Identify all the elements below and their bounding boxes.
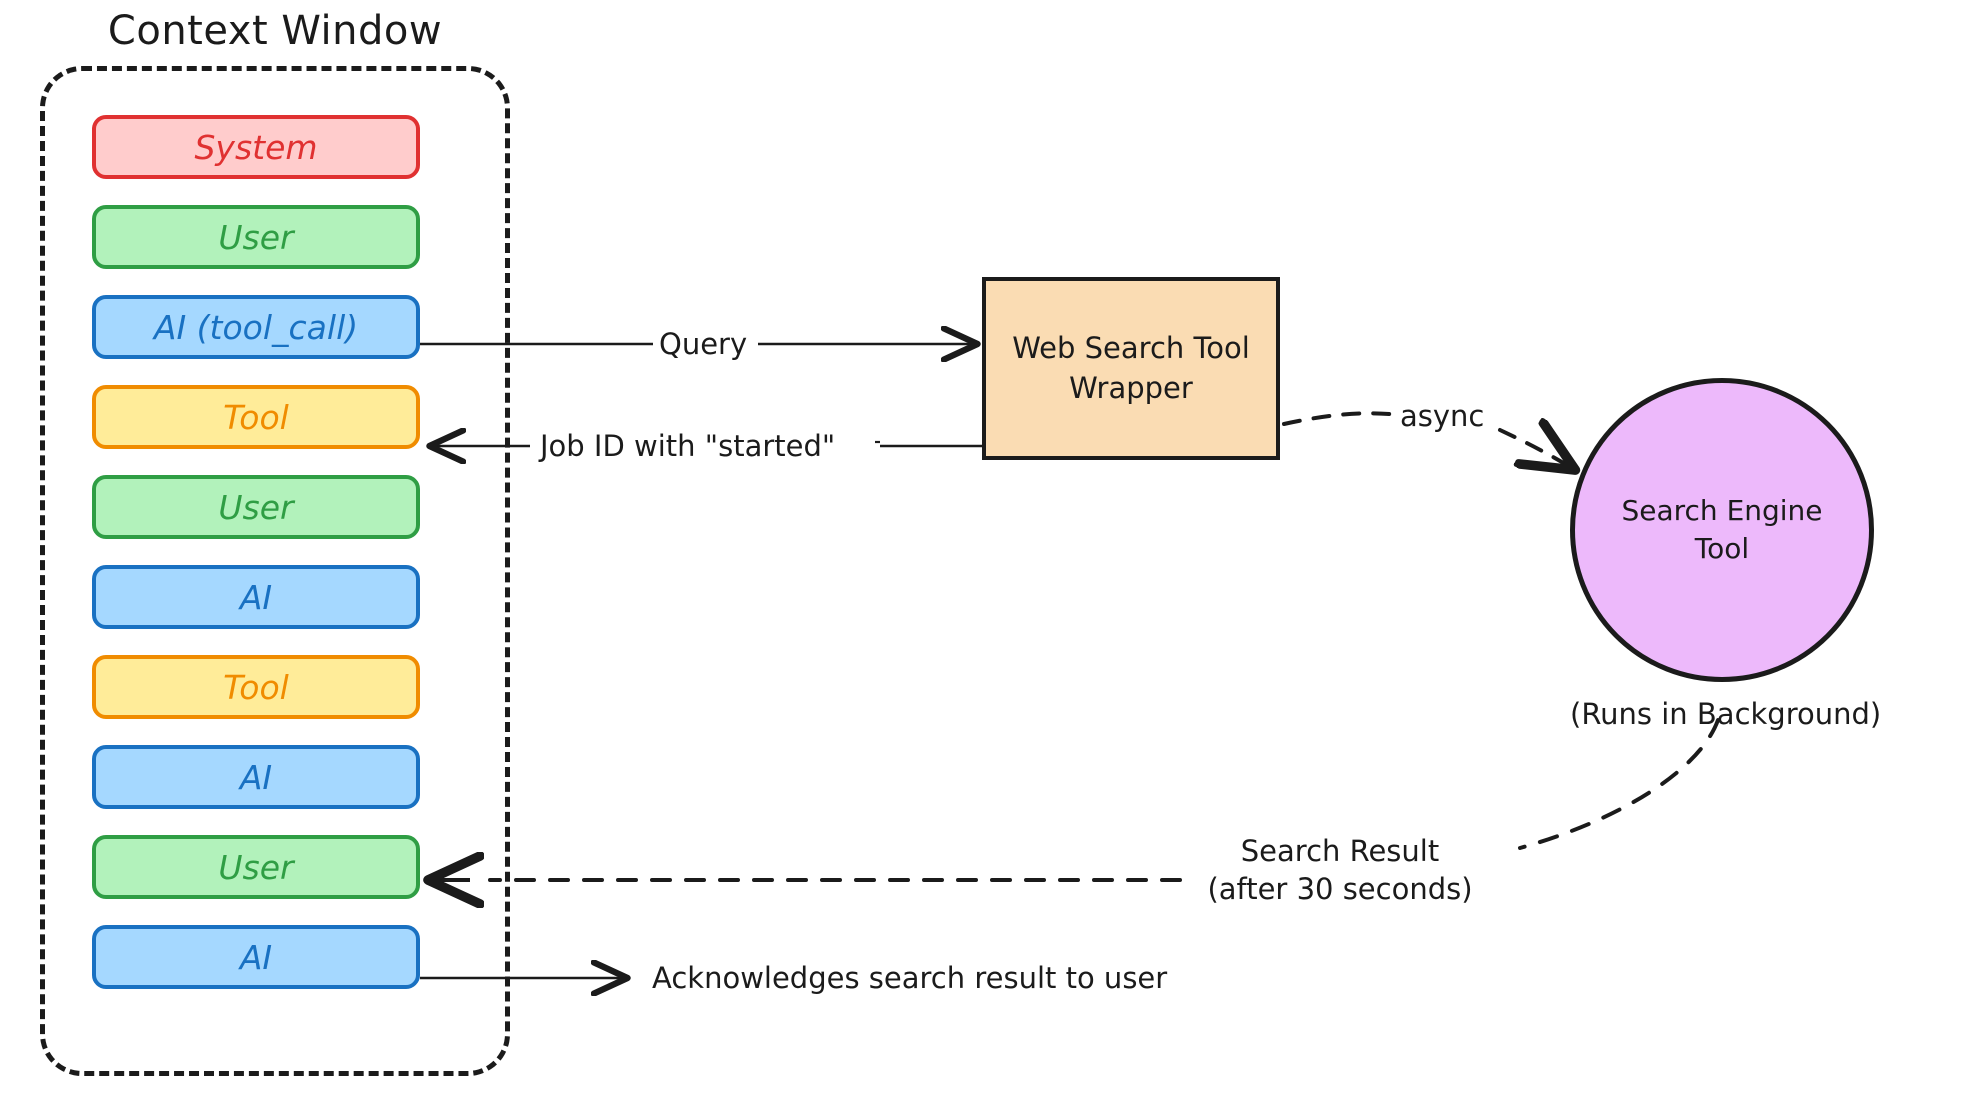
message-box-ai-9[interactable]: AI [92, 925, 420, 989]
search-result-line2: (after 30 seconds) [1207, 871, 1473, 906]
message-label: AI (tool_call) [153, 307, 359, 347]
edge-label-search-result: Search Result (after 30 seconds) [1190, 833, 1490, 908]
node-web-search-tool-wrapper[interactable]: Web Search Tool Wrapper [982, 277, 1280, 460]
engine-label-line2: Tool [1694, 532, 1750, 565]
node-search-engine-tool[interactable]: Search Engine Tool [1570, 378, 1874, 682]
edge-label-async: async [1394, 399, 1491, 433]
engine-background-caption: (Runs in Background) [1570, 697, 1882, 731]
edge-label-job-id: Job ID with "started" [534, 429, 842, 463]
message-box-tool-6[interactable]: Tool [92, 655, 420, 719]
context-window-title: Context Window [107, 8, 443, 54]
wrapper-label-line1: Web Search Tool [1012, 331, 1250, 366]
message-box-user-4[interactable]: User [92, 475, 420, 539]
message-label: Tool [223, 397, 289, 437]
message-box-user-1[interactable]: User [92, 205, 420, 269]
edge-search-result [432, 718, 1720, 880]
message-box-tool-3[interactable]: Tool [92, 385, 420, 449]
message-box-ai-5[interactable]: AI [92, 565, 420, 629]
message-label: System [194, 127, 318, 167]
message-box-system-0[interactable]: System [92, 115, 420, 179]
edge-label-acknowledges: Acknowledges search result to user [652, 961, 1168, 995]
context-window-frame [40, 66, 510, 1076]
search-result-line1: Search Result [1240, 834, 1440, 868]
message-label: AI [239, 577, 273, 617]
engine-label-line1: Search Engine [1621, 494, 1823, 528]
message-box-ai-7[interactable]: AI [92, 745, 420, 809]
message-label: AI [239, 937, 273, 977]
message-label: User [218, 217, 294, 257]
message-label: User [218, 487, 294, 527]
wrapper-label-line2: Wrapper [1069, 370, 1193, 405]
message-box-ai-tool-call-2[interactable]: AI (tool_call) [92, 295, 420, 359]
message-label: AI [239, 757, 273, 797]
message-label: User [218, 847, 294, 887]
edge-label-query: Query [653, 327, 754, 361]
message-box-user-8[interactable]: User [92, 835, 420, 899]
message-label: Tool [223, 667, 289, 707]
